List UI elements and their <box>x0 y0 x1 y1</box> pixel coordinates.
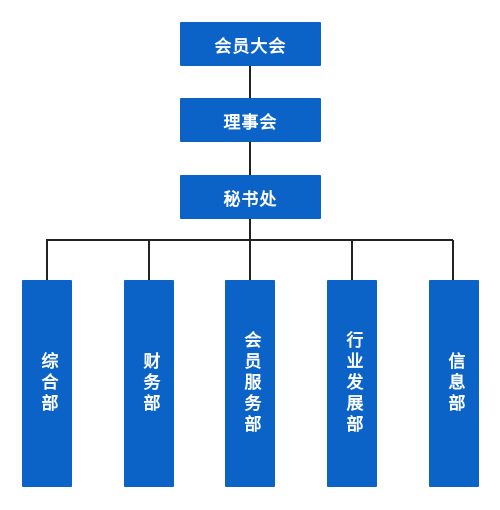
node-members-assembly-label: 会员大会 <box>214 36 287 57</box>
node-dept-member-services-label: 会员服务部 <box>240 331 261 436</box>
node-dept-information-label: 信息部 <box>444 352 465 415</box>
node-dept-industry-development: 行业发展部 <box>327 280 377 487</box>
node-members-assembly: 会员大会 <box>180 22 321 66</box>
node-dept-general: 综合部 <box>22 280 72 487</box>
node-dept-finance-label: 财务部 <box>139 352 160 415</box>
node-secretariat-label: 秘书处 <box>223 189 278 210</box>
node-secretariat: 秘书处 <box>180 175 321 219</box>
node-dept-finance: 财务部 <box>124 280 174 487</box>
node-dept-industry-development-label: 行业发展部 <box>342 331 363 436</box>
node-dept-member-services: 会员服务部 <box>225 280 275 487</box>
node-council-label: 理事会 <box>223 112 278 133</box>
node-council: 理事会 <box>180 98 321 142</box>
node-dept-general-label: 综合部 <box>37 352 58 415</box>
node-dept-information: 信息部 <box>429 280 479 487</box>
